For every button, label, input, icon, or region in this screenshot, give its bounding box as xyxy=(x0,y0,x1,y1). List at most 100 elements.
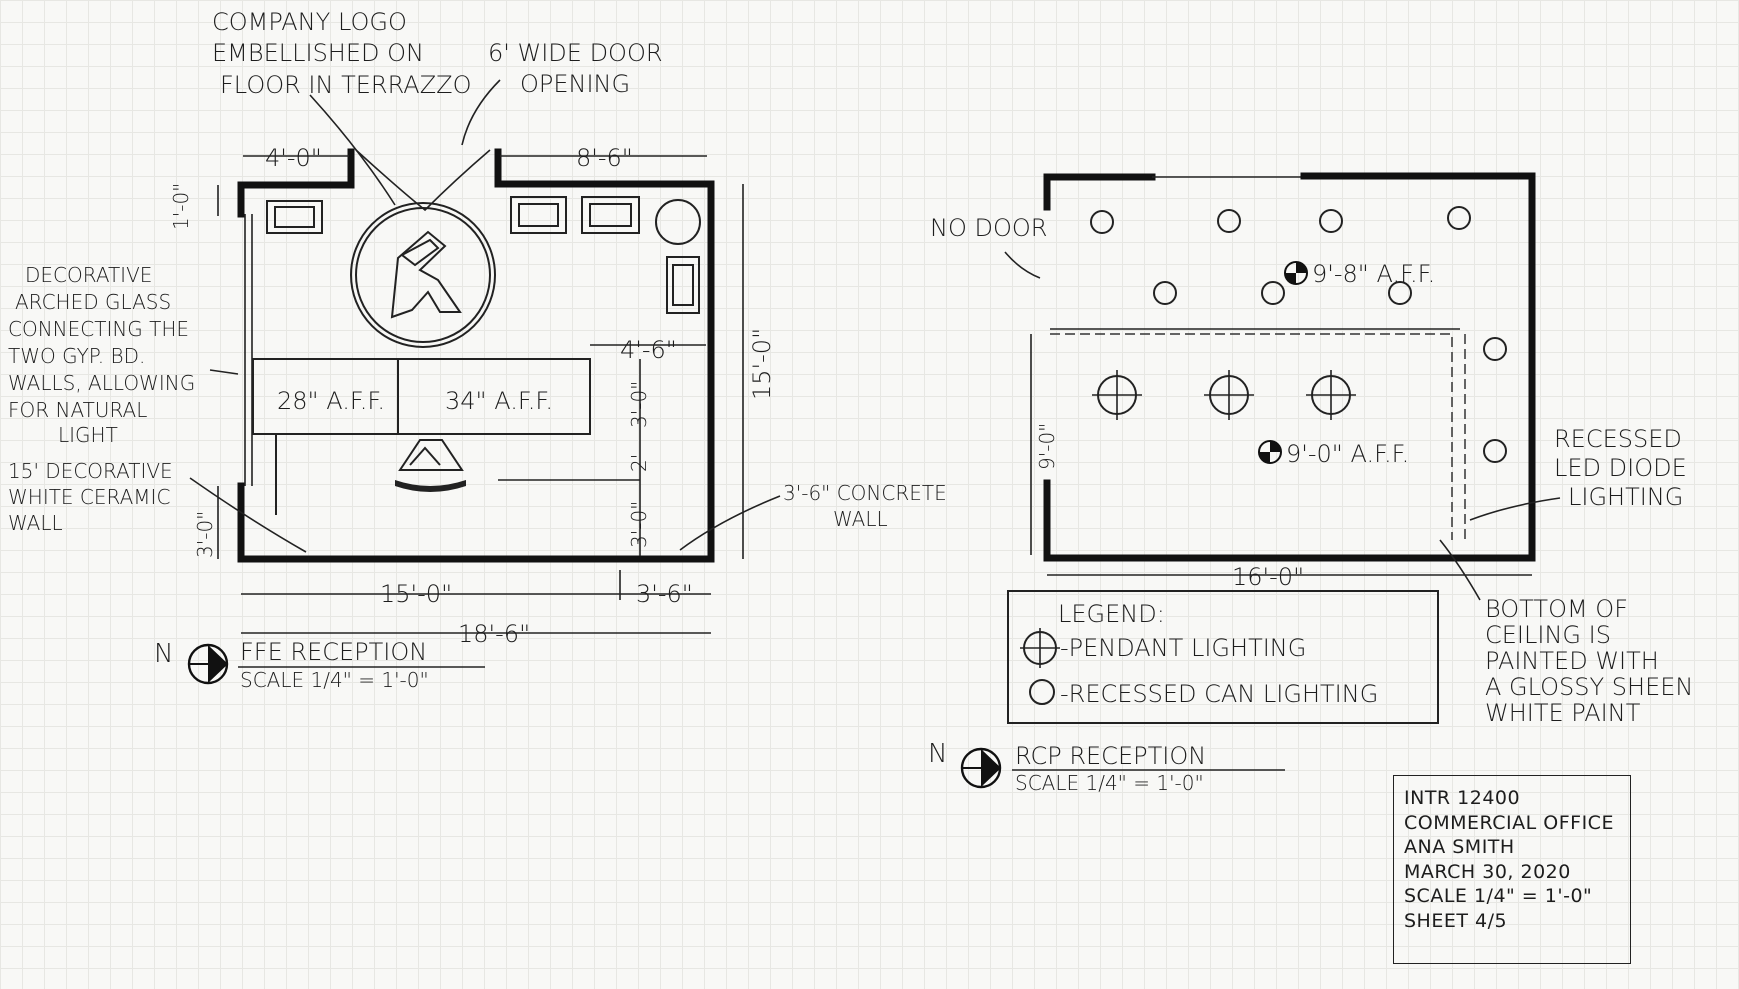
callout-glass-line-3: CONNECTING THE xyxy=(8,317,189,341)
recessed-can-light xyxy=(1483,337,1507,361)
legend-item-recessed: -RECESSED CAN LIGHTING xyxy=(1060,680,1378,708)
recessed-can-light xyxy=(1261,281,1285,305)
legend-title: LEGEND: xyxy=(1058,600,1165,628)
rcp-wall-north-west xyxy=(1043,173,1156,211)
reception-desk-high xyxy=(397,358,591,435)
callout-ceiling-line-2: CEILING IS xyxy=(1485,621,1611,649)
callout-glass-line-7: LIGHT xyxy=(58,423,118,447)
callout-ceiling-paint: BOTTOM OF CEILING IS PAINTED WITH A GLOS… xyxy=(1439,539,1693,727)
callout-glass-line-2: ARCHED GLASS xyxy=(15,290,171,314)
pendant-lights xyxy=(1092,370,1356,420)
recessed-can-light xyxy=(1388,281,1412,305)
pendant-light xyxy=(1092,370,1142,420)
callout-arched-glass: DECORATIVE ARCHED GLASS CONNECTING THE T… xyxy=(8,263,239,447)
dim-desk-width: 4'-6" xyxy=(620,336,677,364)
title-block-project: COMMERCIAL OFFICE xyxy=(1404,811,1614,834)
callout-glass-line-5: WALLS, ALLOWING xyxy=(8,371,195,395)
callout-logo-line-2: EMBELLISHED ON xyxy=(212,39,424,67)
callout-concrete-line-1: 3'-6" CONCRETE xyxy=(783,481,947,505)
recessed-can-light xyxy=(1319,209,1343,233)
rcp-dim-left: 9'-0" xyxy=(1035,423,1059,470)
desk-label-34-aff: 34" A.F.F. xyxy=(445,387,553,415)
callout-ceiling-line-3: PAINTED WITH xyxy=(1485,647,1659,675)
dim-mid: 2' xyxy=(627,454,651,472)
title-block-course: INTR 12400 xyxy=(1404,787,1521,809)
dim-right: 15'-0" xyxy=(748,328,776,400)
dim-overall: 18'-6" xyxy=(458,620,530,648)
chair-2 xyxy=(510,196,567,234)
chair-3-seat xyxy=(589,203,632,227)
legend-recessed-symbol xyxy=(1029,679,1055,705)
desk-chair xyxy=(395,439,466,492)
callout-door-line-1: 6' WIDE DOOR xyxy=(488,39,663,67)
chair-4-seat xyxy=(672,264,694,306)
callout-no-door-leader xyxy=(1004,251,1041,279)
callout-logo: COMPANY LOGO EMBELLISHED ON FLOOR IN TER… xyxy=(212,8,471,206)
callout-led-line-1: RECESSED xyxy=(1554,425,1682,453)
title-block-date: MARCH 30, 2020 xyxy=(1404,860,1571,883)
pendant-light xyxy=(1306,370,1356,420)
ffe-plan-title: FFE RECEPTION xyxy=(240,638,427,666)
dim-top-right: 8'-6" xyxy=(576,144,633,172)
callout-no-door: NO DOOR xyxy=(930,214,1047,242)
dim-left-top: 1'-0" xyxy=(169,183,193,230)
dim-bottom-b: 3'-6" xyxy=(636,580,693,608)
rcp-wall-north-east xyxy=(1043,172,1536,562)
callout-concrete-line-2: WALL xyxy=(833,507,888,531)
rcp-plan-title: RCP RECEPTION xyxy=(1015,742,1206,770)
callout-led-line-2: LED DIODE xyxy=(1554,454,1687,482)
rcp-reception-plan: 9'-8" A.F.F. 9'-0" A.F.F. 16'-0" 9'-0" N… xyxy=(928,172,1693,795)
callout-glass-line-4: TWO GYP. BD. xyxy=(8,344,145,368)
ffe-north-letter: N xyxy=(154,639,173,669)
lighting-legend: LEGEND: -PENDANT LIGHTING -RECESSED CAN … xyxy=(1007,590,1439,724)
title-block-sheet: SHEET 4/5 xyxy=(1404,909,1508,932)
title-block: INTR 12400 COMMERCIAL OFFICE ANA SMITH M… xyxy=(1393,775,1631,964)
title-block-author: ANA SMITH xyxy=(1404,836,1515,858)
side-table xyxy=(655,199,701,245)
desk-label-28-aff: 28" A.F.F. xyxy=(277,387,385,415)
ffe-wall-north-west xyxy=(237,148,355,218)
ffe-door-swing xyxy=(355,149,491,212)
rcp-soffit-line xyxy=(1050,333,1453,540)
recessed-can-lights xyxy=(1090,206,1507,463)
pendant-light xyxy=(1204,370,1254,420)
chair-2-seat xyxy=(518,203,559,227)
callout-ceiling-line-1: BOTTOM OF xyxy=(1485,595,1628,623)
company-logo-floor xyxy=(350,202,496,348)
title-block-scale: SCALE 1/4" = 1'-0" xyxy=(1404,885,1593,907)
legend-pendant-symbol xyxy=(1020,628,1060,668)
callout-glass-line-6: FOR NATURAL xyxy=(8,398,147,422)
ceiling-height-marker xyxy=(1258,440,1282,464)
recessed-can-light xyxy=(1483,439,1507,463)
rcp-plan-scale: SCALE 1/4" = 1'-0" xyxy=(1015,771,1204,795)
ffe-wall-north-east xyxy=(494,148,715,563)
chair-1 xyxy=(266,200,323,234)
recessed-can-light xyxy=(1153,281,1177,305)
ffe-north-arrow: N xyxy=(154,639,229,685)
ceiling-height-lower: 9'-0" A.F.F. xyxy=(1286,440,1409,468)
callout-ceramic-line-1: 15' DECORATIVE xyxy=(8,459,173,483)
chair-3 xyxy=(581,196,640,234)
rcp-north-letter: N xyxy=(928,739,947,769)
callout-ceiling-line-5: WHITE PAINT xyxy=(1485,699,1641,727)
callout-ceiling-line-4: A GLOSSY SHEEN xyxy=(1485,673,1693,701)
chair-1-seat xyxy=(274,206,315,228)
callout-glass-line-1: DECORATIVE xyxy=(25,263,152,287)
callout-ceramic-line-2: WHITE CERAMIC xyxy=(8,485,170,509)
legend-item-pendant: -PENDANT LIGHTING xyxy=(1060,634,1306,662)
ffe-wall-south xyxy=(237,482,715,563)
callout-led-lighting: RECESSED LED DIODE LIGHTING xyxy=(1469,425,1687,521)
dim-top-left: 4'-0" xyxy=(265,144,322,172)
dim-lower: 3'-0" xyxy=(627,501,651,548)
rcp-north-arrow: N xyxy=(928,739,1002,789)
ceiling-height-marker xyxy=(1284,261,1308,285)
callout-led-line-3: LIGHTING xyxy=(1568,483,1683,511)
ceiling-height-upper: 9'-8" A.F.F. xyxy=(1312,260,1435,288)
dim-left-bottom: 3'-0" xyxy=(193,511,217,558)
callout-concrete-wall: 3'-6" CONCRETE WALL xyxy=(679,481,947,551)
dim-desk-depth: 3'-0" xyxy=(627,381,651,428)
callout-door: 6' WIDE DOOR OPENING xyxy=(461,39,663,146)
recessed-can-light xyxy=(1217,209,1241,233)
ffe-plan-scale: SCALE 1/4" = 1'-0" xyxy=(240,668,429,692)
